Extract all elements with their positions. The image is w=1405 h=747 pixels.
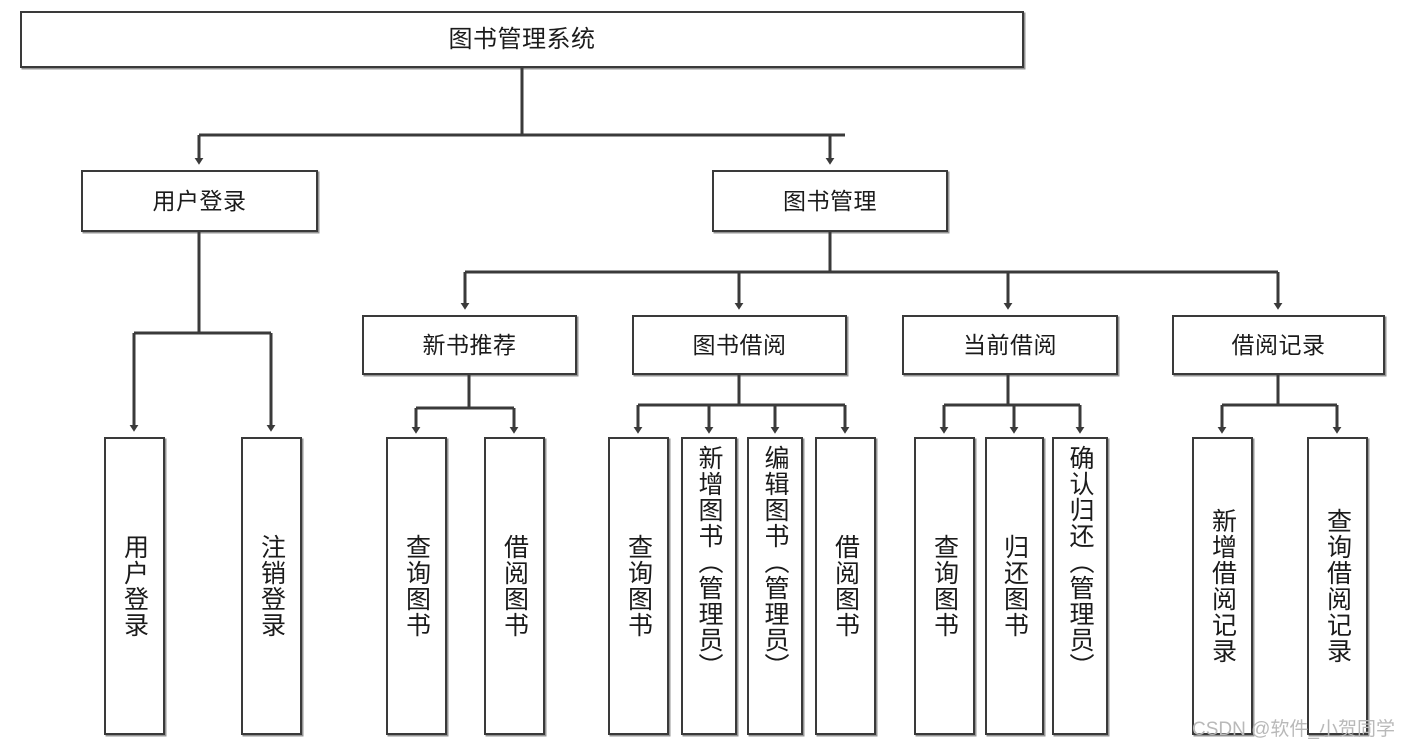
node-leaf-logout-label: 注销登录 bbox=[257, 534, 286, 638]
node-leaf-query-book-3[interactable]: 查询图书 bbox=[914, 437, 975, 735]
node-current-borrow[interactable]: 当前借阅 bbox=[902, 315, 1118, 375]
node-leaf-borrow-book-1[interactable]: 借阅图书 bbox=[484, 437, 545, 735]
node-leaf-query-record-label: 查询借阅记录 bbox=[1323, 508, 1352, 664]
node-leaf-query-book-2-label: 查询图书 bbox=[624, 534, 653, 638]
node-user-login-label: 用户登录 bbox=[152, 187, 247, 214]
node-leaf-edit-book-admin-label: 编辑图书（管理员） bbox=[761, 445, 789, 679]
node-new-book-recommend-label: 新书推荐 bbox=[422, 331, 517, 358]
node-borrow-record-label: 借阅记录 bbox=[1231, 331, 1326, 358]
node-root-label: 图书管理系统 bbox=[448, 25, 596, 53]
node-leaf-add-record-label: 新增借阅记录 bbox=[1208, 508, 1237, 664]
node-book-manage-label: 图书管理 bbox=[783, 187, 877, 214]
node-leaf-return-book-label: 归还图书 bbox=[1000, 534, 1029, 638]
node-leaf-logout[interactable]: 注销登录 bbox=[241, 437, 302, 735]
csdn-watermark: CSDN @软件_小贺同学 bbox=[1192, 719, 1395, 740]
node-book-manage[interactable]: 图书管理 bbox=[712, 170, 948, 232]
node-leaf-edit-book-admin[interactable]: 编辑图书（管理员） bbox=[747, 437, 803, 735]
node-leaf-borrow-book-2-label: 借阅图书 bbox=[831, 534, 860, 638]
node-book-borrow-label: 图书借阅 bbox=[692, 331, 787, 358]
node-leaf-user-login-label: 用户登录 bbox=[120, 534, 149, 638]
node-leaf-borrow-book-2[interactable]: 借阅图书 bbox=[815, 437, 876, 735]
node-leaf-borrow-book-1-label: 借阅图书 bbox=[500, 534, 529, 638]
node-current-borrow-label: 当前借阅 bbox=[963, 331, 1057, 358]
node-leaf-query-record[interactable]: 查询借阅记录 bbox=[1307, 437, 1368, 735]
node-leaf-add-book-admin[interactable]: 新增图书（管理员） bbox=[681, 437, 737, 735]
node-leaf-confirm-return[interactable]: 确认归还（管理员） bbox=[1052, 437, 1108, 735]
node-leaf-return-book[interactable]: 归还图书 bbox=[985, 437, 1044, 735]
node-leaf-user-login[interactable]: 用户登录 bbox=[104, 437, 165, 735]
node-new-book-recommend[interactable]: 新书推荐 bbox=[362, 315, 577, 375]
node-root[interactable]: 图书管理系统 bbox=[20, 11, 1024, 68]
node-borrow-record[interactable]: 借阅记录 bbox=[1172, 315, 1385, 375]
node-user-login[interactable]: 用户登录 bbox=[81, 170, 318, 232]
node-leaf-query-book-2[interactable]: 查询图书 bbox=[608, 437, 669, 735]
node-leaf-add-book-admin-label: 新增图书（管理员） bbox=[695, 445, 723, 679]
node-leaf-query-book-3-label: 查询图书 bbox=[930, 534, 959, 638]
node-leaf-query-book-1-label: 查询图书 bbox=[402, 534, 431, 638]
node-leaf-confirm-return-label: 确认归还（管理员） bbox=[1066, 445, 1094, 679]
node-book-borrow[interactable]: 图书借阅 bbox=[632, 315, 847, 375]
node-leaf-add-record[interactable]: 新增借阅记录 bbox=[1192, 437, 1253, 735]
node-leaf-query-book-1[interactable]: 查询图书 bbox=[386, 437, 447, 735]
